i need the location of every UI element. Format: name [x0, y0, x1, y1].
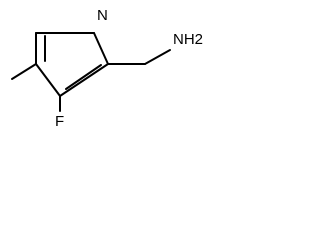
bond-methyl: [11, 63, 37, 80]
bond-ring-bottom: [59, 63, 109, 97]
bond-amine: [144, 49, 171, 65]
bond-ring-left-lower: [35, 63, 61, 97]
atom-label-nitrogen: N: [97, 7, 108, 24]
atom-label-fluorine: F: [55, 113, 64, 130]
bond-ring-right-inner: [65, 64, 102, 90]
atom-label-amine: NH2: [173, 31, 203, 48]
molecule-structure: N F NH2: [11, 7, 203, 130]
bond-ring-right-upper: [93, 32, 109, 65]
structure-canvas: N F NH2: [11, 7, 203, 130]
